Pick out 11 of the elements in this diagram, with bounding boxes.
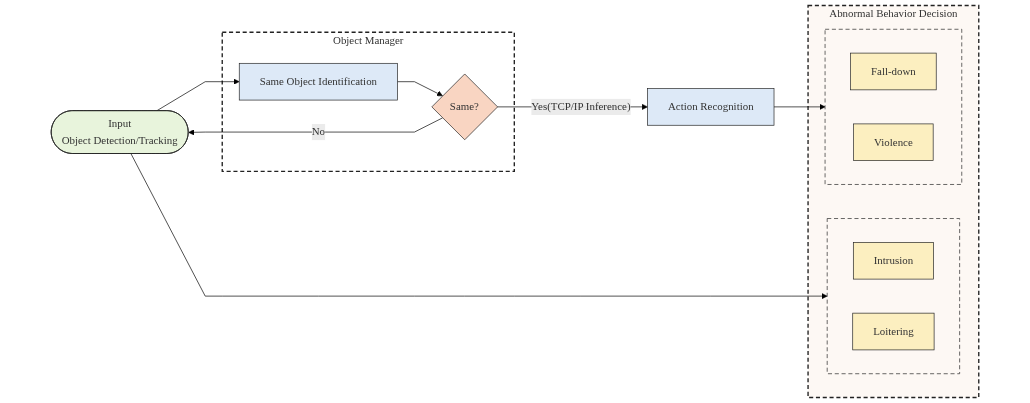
cluster xyxy=(826,218,960,375)
node-box: Fall-down xyxy=(850,52,937,91)
node-box: Same Object Identification xyxy=(238,62,398,101)
edge-label: Yes(TCP/IP Inference) xyxy=(531,100,631,113)
node-box: Action Recognition xyxy=(647,88,775,126)
node-diamond: Same? xyxy=(431,73,498,141)
cluster xyxy=(824,28,963,185)
edge-label: No xyxy=(311,125,326,138)
node-box: Intrusion xyxy=(853,242,934,280)
node-box: Loitering xyxy=(852,312,935,351)
node-box: Violence xyxy=(853,123,934,161)
